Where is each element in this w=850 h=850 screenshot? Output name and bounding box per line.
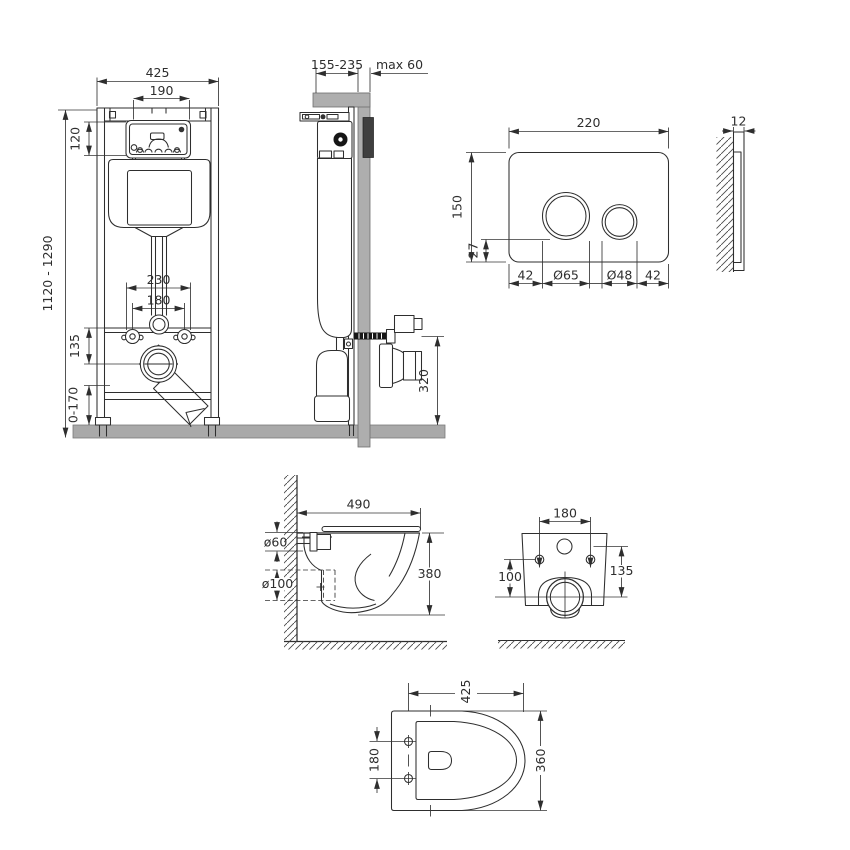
dim-button-offset: 27 [466,243,481,259]
frame-front-view: 425 190 120 1120 - 1290 230 180 135 0-17… [40,65,221,438]
flush-plate-side-view: 12 [716,114,756,272]
flush-button-small [601,204,638,240]
wall-hatch [716,137,734,272]
dim-inlet-center-height: 135 [610,563,634,578]
bowl-rear-body [521,532,608,607]
bowl-top-outline [390,710,526,812]
inlet-hole [556,538,573,555]
bowl-rear-view: 180 100 135 [495,506,633,649]
bowl-side-view: 490 ø60 ø100 [262,475,447,650]
dim-bolt-spacing: 180 [147,293,171,308]
dim-plate-thickness: 12 [731,114,747,129]
wall-anchor-plate [362,117,374,158]
cistern-access-window [125,119,192,159]
window-screw-icon [178,126,185,133]
adjustable-foot-right [203,416,221,437]
adjustable-foot-left [94,416,112,437]
dim-top-width: 360 [533,749,548,773]
drain-outlet-connector [378,343,423,389]
flush-opening [427,750,453,771]
dim-plate-width: 220 [577,115,601,130]
dim-wall-max: max 60 [376,57,423,72]
dim-outlet-center-height: 100 [498,569,522,584]
floor-hatch [498,640,625,649]
top-wall-bracket [312,92,371,108]
flush-pipe [150,236,168,316]
top-rail-bracket [299,111,350,122]
frame-side-view: 155-235 max 60 320 [299,57,444,448]
dim-frame-width: 425 [146,65,170,80]
plate-profile [732,131,745,272]
dim-right-margin: 42 [645,268,661,283]
floor-slab [72,424,446,439]
dim-inlet-dia: ø60 [264,535,288,550]
seat-rim [415,720,518,801]
cistern-side-profile [316,120,354,350]
dim-top-length: 425 [458,680,473,704]
water-inlet-bend [148,314,170,335]
dim-window-height: 120 [68,127,83,151]
inlet-stub [297,531,332,552]
dim-top-bolt-spacing: 180 [367,748,382,772]
drain-flange [495,571,628,619]
dim-fixing-span: 230 [147,272,171,287]
frame-right-rail [210,107,220,426]
wall-hatch [284,475,297,642]
dim-left-margin: 42 [518,268,534,283]
dim-big-button: Ø65 [553,268,579,283]
floor-hatch [284,641,447,650]
dim-frame-depth: 155-235 [311,57,363,72]
dim-rail-to-drain: 135 [67,334,82,358]
flush-connection-rod [354,314,423,344]
dim-outlet-dia: ø100 [262,576,294,591]
dim-bowl-height: 380 [418,566,442,581]
bowl-outline [303,532,421,614]
flush-plate-front-view: 220 150 27 42 Ø65 Ø48 42 [450,115,670,289]
dim-plate-height: 150 [450,195,465,219]
dim-frame-height: 1120 - 1290 [40,235,55,311]
fixing-bolt-right [173,328,196,345]
dim-bowl-length: 490 [347,497,371,512]
flush-plate [508,151,670,263]
flush-button-large [541,191,591,241]
concealed-cistern [107,158,211,238]
dim-rear-bolt-spacing: 180 [553,506,577,521]
dim-foot-adjust: 0-170 [66,387,81,423]
seat-lid [321,525,422,533]
dim-outlet-height: 320 [416,369,431,393]
dim-window-width: 190 [150,83,174,98]
drain-socket [138,344,179,384]
bowl-top-view: 180 425 360 [367,680,548,817]
fixing-bolt-left [121,328,144,345]
siphon-canister [313,349,351,423]
dim-small-button: Ø48 [607,268,633,283]
